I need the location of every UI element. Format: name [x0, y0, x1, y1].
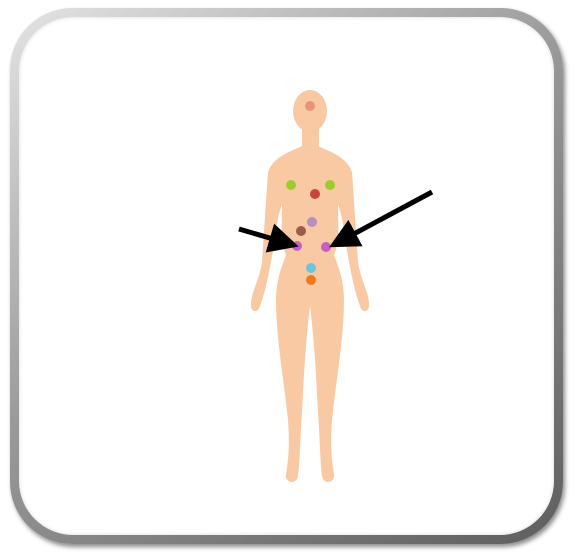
left-chest-marker [286, 180, 296, 190]
mid-abdomen-marker [296, 226, 306, 236]
pelvis-marker [306, 263, 316, 273]
left-lower-abdomen-marker [292, 241, 302, 251]
groin-marker [306, 275, 316, 285]
right-lower-abdomen-marker [321, 242, 331, 252]
sternum-marker [310, 189, 320, 199]
torso-shape [251, 146, 369, 482]
right-chest-marker [325, 180, 335, 190]
human-silhouette [251, 90, 369, 482]
head-marker [305, 101, 315, 111]
upper-abdomen-marker [307, 217, 317, 227]
